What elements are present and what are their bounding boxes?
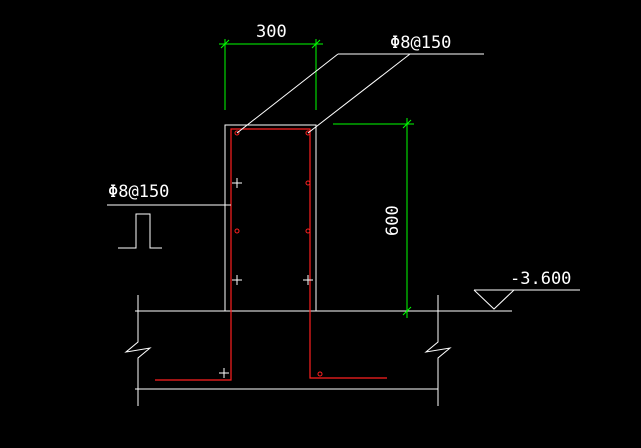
rebar-dot	[305, 228, 311, 234]
rebar-lines	[155, 128, 387, 381]
top-width-label: 300	[256, 22, 287, 42]
rebar-cross-mark	[303, 275, 313, 285]
rebar-dot	[305, 180, 311, 186]
top-width-dimension	[219, 39, 323, 110]
rebar-dot	[234, 130, 240, 136]
elevation-label: -3.600	[510, 269, 571, 289]
rebar-cross-mark	[219, 368, 229, 378]
height-dimension	[333, 118, 414, 318]
top-rebar-label: Φ8@150	[390, 33, 451, 53]
left-rebar	[155, 128, 311, 381]
side-rebar-label: Φ8@150	[108, 182, 169, 202]
rebar-cross-marks	[219, 178, 313, 378]
rebar-dots	[234, 130, 323, 377]
elevation-marker	[473, 289, 580, 310]
rebar-cross-mark	[232, 178, 242, 188]
foundation-outline	[124, 295, 512, 406]
rebar-dot	[234, 228, 240, 234]
right-rebar	[309, 311, 387, 379]
rebar-dot	[317, 371, 323, 377]
top-rebar-leader	[236, 53, 484, 134]
rebar-cross-mark	[232, 275, 242, 285]
height-label: 600	[383, 205, 403, 236]
stirrup-shape-symbol	[118, 213, 162, 249]
rebar-dot	[305, 130, 311, 136]
wall-outline	[224, 124, 317, 311]
